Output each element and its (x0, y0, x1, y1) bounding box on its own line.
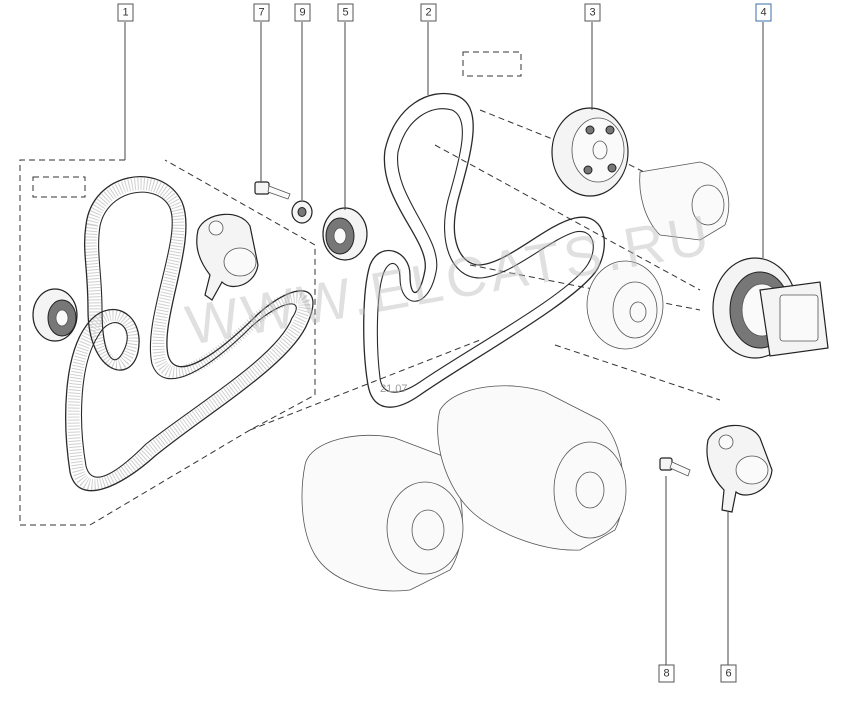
svg-text:9: 9 (299, 7, 305, 19)
callout-6[interactable]: 6 (720, 664, 737, 683)
washer-9[interactable] (291, 200, 313, 224)
ac-compressor (437, 385, 627, 551)
callout-4[interactable]: 4 (755, 3, 772, 22)
alternator (301, 435, 464, 592)
drive-belt-2[interactable] (363, 92, 605, 408)
idler-pulley-5[interactable] (322, 207, 368, 261)
svg-text:6: 6 (725, 668, 731, 680)
callout-3[interactable]: 3 (584, 3, 601, 22)
tensioner-6[interactable] (706, 424, 773, 513)
svg-text:5: 5 (342, 7, 348, 19)
callout-7[interactable]: 7 (253, 3, 270, 22)
callout-1[interactable]: 1 (117, 3, 134, 22)
svg-text:3: 3 (589, 7, 595, 19)
leader-lines (124, 22, 764, 665)
svg-text:2: 2 (425, 7, 431, 19)
callout-2[interactable]: 2 (420, 3, 437, 22)
bolt-7[interactable] (254, 181, 291, 200)
drive-belt-1[interactable] (65, 176, 314, 492)
idler-pulley-left[interactable] (32, 288, 78, 342)
tensioner-group-1[interactable] (196, 213, 259, 301)
svg-text:8: 8 (663, 668, 669, 680)
crankshaft-pulley (586, 260, 664, 350)
damper-pulley-4[interactable] (712, 257, 829, 359)
callout-8[interactable]: 8 (658, 664, 675, 683)
svg-text:7: 7 (258, 7, 264, 19)
bolt-8[interactable] (659, 457, 691, 477)
pump-pulley-3[interactable] (551, 107, 629, 197)
svg-text:1: 1 (122, 7, 128, 19)
svg-text:4: 4 (760, 7, 766, 19)
callout-5[interactable]: 5 (337, 3, 354, 22)
callout-9[interactable]: 9 (294, 3, 311, 22)
reference-code: 21.07 (380, 383, 408, 395)
group-outline-belt-1 (19, 159, 316, 526)
power-steering-pump (639, 161, 730, 241)
